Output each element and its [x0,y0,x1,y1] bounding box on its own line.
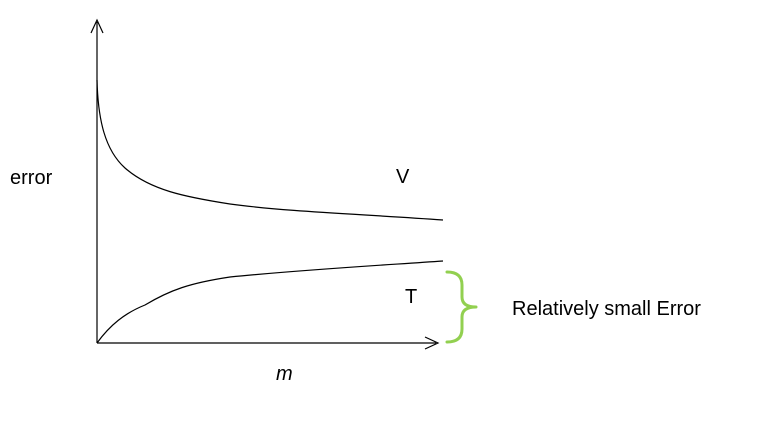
x-axis-label: m [276,363,293,385]
series-v-curve [96,79,444,221]
series-label-v: V [396,166,410,188]
right-brace-icon [445,270,478,344]
axes [90,18,440,350]
series-t-curve [96,260,444,344]
y-axis-arrow-icon [90,18,104,34]
y-axis-label: error [10,167,53,189]
x-axis-arrow-icon [424,336,440,350]
annotation-text: Relatively small Error [512,298,701,320]
series-label-t: T [405,286,417,308]
